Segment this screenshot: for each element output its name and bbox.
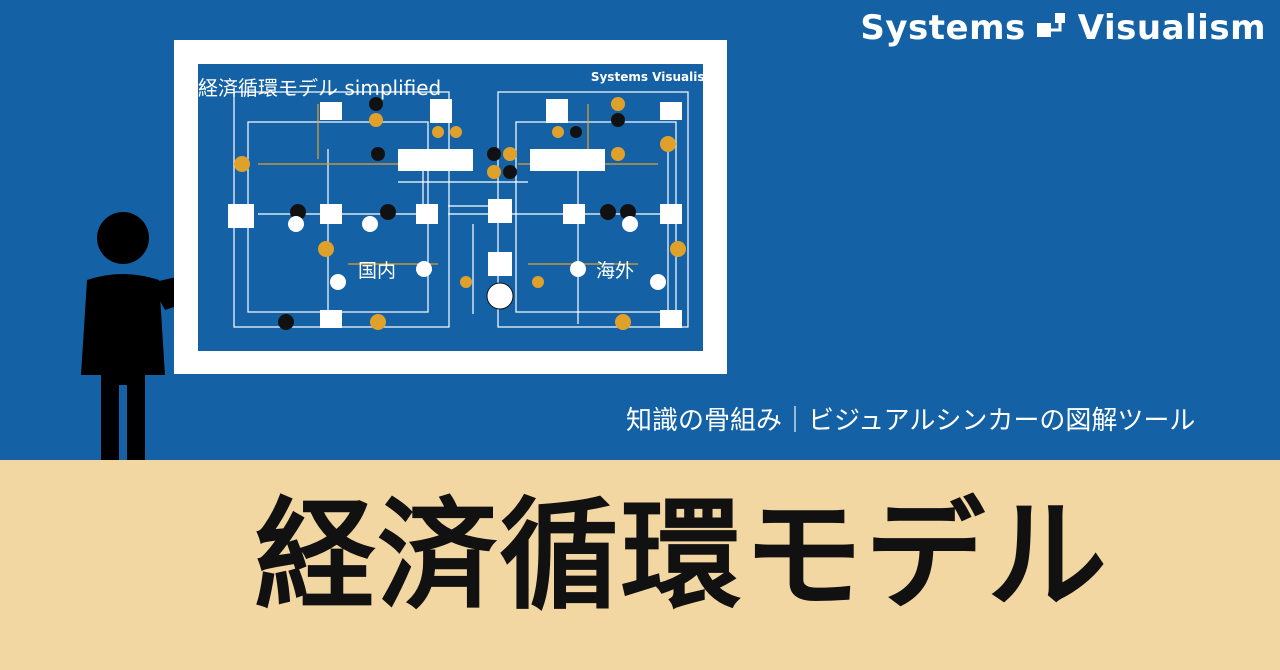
diagram-panel: 国内 海外 xyxy=(198,64,703,351)
main-title: 経済循環モデル xyxy=(255,487,1109,626)
systems-visualism-logo-icon xyxy=(1036,13,1065,37)
brand-name-part-2: Visualism xyxy=(1077,8,1266,48)
board-brand: Systems Visualism xyxy=(590,70,717,84)
title-band xyxy=(0,460,1280,670)
overseas-label: 海外 xyxy=(596,260,635,282)
brand-name-part: Systems xyxy=(860,8,1026,48)
board-title: 経済循環モデル simplified xyxy=(198,76,442,100)
brand-header: Systems Visualism xyxy=(860,8,1266,48)
economic-cycle-diagram xyxy=(228,91,689,330)
subtitle: 知識の骨組み｜ビジュアルシンカーの図解ツール xyxy=(626,406,1196,436)
domestic-label: 国内 xyxy=(358,260,397,282)
diagram-board: 国内 海外 経済循環モデル simplified Systems Visuali… xyxy=(174,40,727,374)
